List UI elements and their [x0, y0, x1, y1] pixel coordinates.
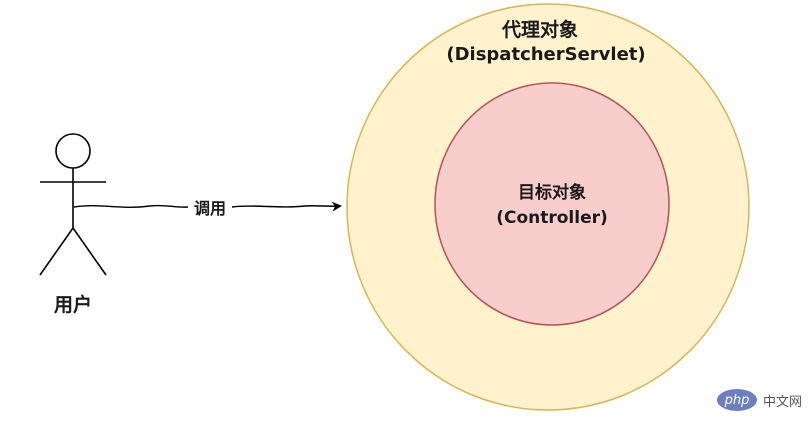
- edge-line-left: [73, 204, 189, 208]
- actor-user: 用户: [39, 133, 107, 316]
- edge-invoke: 调用: [73, 199, 342, 218]
- inner-node-target: 目标对象 (Controller): [434, 82, 670, 326]
- inner-ellipse: [434, 82, 670, 326]
- inner-node-title: 目标对象: [518, 182, 586, 203]
- edge-line-right: [231, 201, 342, 212]
- actor-label: 用户: [54, 293, 92, 316]
- outer-node-subtitle: (DispatcherServlet): [446, 44, 645, 65]
- outer-node-title: 代理对象: [501, 18, 578, 41]
- edge-label: 调用: [194, 199, 226, 218]
- watermark-text: 中文网: [762, 394, 802, 410]
- php-logo-badge: php: [716, 389, 757, 411]
- inner-node-subtitle: (Controller): [496, 208, 608, 228]
- watermark: php 中文网: [716, 389, 802, 411]
- stick-figure-icon: [39, 133, 107, 276]
